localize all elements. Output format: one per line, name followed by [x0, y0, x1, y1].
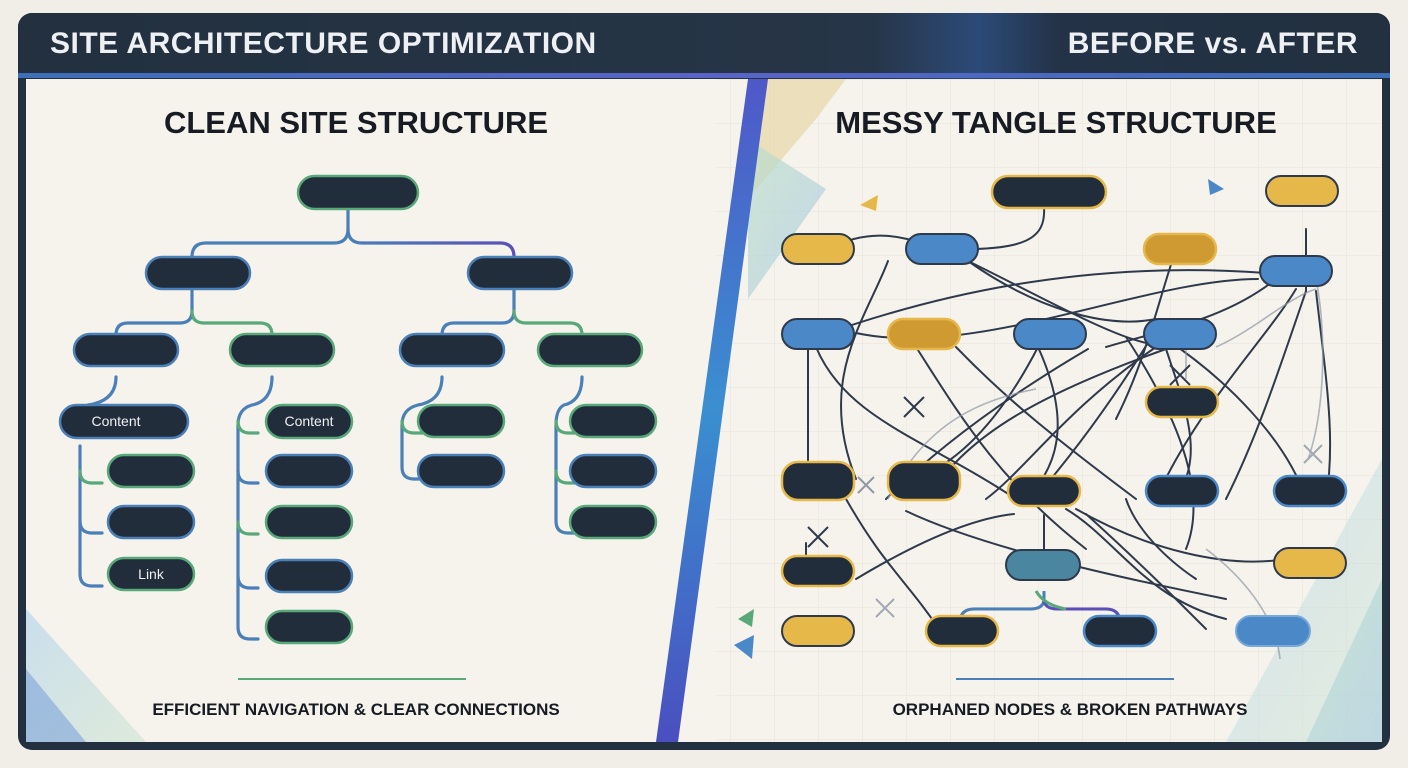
link-node-label: Link: [138, 566, 165, 582]
tangle-node-dark: [924, 614, 1000, 648]
clean-link-node: [106, 556, 196, 592]
tangle-node-blue: [1235, 615, 1311, 647]
broken-link-marks: [807, 364, 1323, 618]
tangle-node-dark: [990, 174, 1108, 210]
tangle-nodes: [780, 174, 1348, 648]
tangle-node-blue: [781, 318, 855, 350]
triangle-decoration: [860, 195, 878, 211]
comparison-panel: CLEAN SITE STRUCTURE MESSY TANGLE STRUCT…: [26, 79, 1382, 742]
clean-leaf-node: [106, 453, 196, 489]
broken-link-icon: [1303, 444, 1323, 464]
tangle-node-blue: [1259, 255, 1333, 287]
clean-leaf-node: [264, 504, 354, 540]
tangle-node-dark: [780, 554, 856, 588]
header-title: SITE ARCHITECTURE OPTIMIZATION: [50, 27, 597, 60]
tangle-node-gold: [1273, 547, 1347, 579]
clean-leaf-node: [264, 609, 354, 645]
tangle-node-gold: [781, 615, 855, 647]
clean-level1-node-right: [466, 255, 574, 291]
header-bar: SITE ARCHITECTURE OPTIMIZATION BEFORE vs…: [18, 13, 1390, 79]
tangle-node-dark: [1006, 474, 1082, 508]
broken-link-icon: [1169, 364, 1191, 386]
tangle-node-dark: [1272, 474, 1348, 508]
tangle-node-dark: [780, 460, 856, 502]
clean-level2-node: [536, 332, 644, 368]
clean-leaf-node: [264, 453, 354, 489]
tangle-node-dark: [1144, 474, 1220, 508]
right-title: MESSY TANGLE STRUCTURE: [835, 105, 1277, 140]
broken-link-icon: [857, 476, 875, 494]
tangle-node-dark: [1082, 614, 1158, 648]
tangle-node-gold: [1142, 232, 1218, 266]
left-title: CLEAN SITE STRUCTURE: [164, 105, 548, 140]
broken-link-icon: [875, 598, 895, 618]
clean-level2-node: [228, 332, 336, 368]
before-after-divider: [656, 79, 768, 742]
tangle-node-gold: [1265, 175, 1339, 207]
tangle-node-dark: [1144, 385, 1220, 419]
clean-leaf-node: [264, 558, 354, 594]
triangle-decoration: [738, 609, 754, 627]
header-accent-stripe: [18, 73, 1390, 78]
clean-leaf-node: [568, 453, 658, 489]
clean-leaf-node: [416, 403, 506, 439]
clean-leaf-node: [568, 403, 658, 439]
clean-level2-node: [72, 332, 180, 368]
tangle-node-blue: [905, 233, 979, 265]
broken-link-icon: [807, 526, 829, 548]
tangle-node-gold: [886, 317, 962, 351]
clean-leaf-node: [568, 504, 658, 540]
left-corner-accent: [26, 669, 86, 742]
clean-level1-node-left: [144, 255, 252, 291]
content-node-label: Content: [284, 413, 333, 429]
tangle-node-blue: [1013, 318, 1087, 350]
tangle-node-teal: [1005, 549, 1081, 581]
content-node-label: Content: [91, 413, 140, 429]
tangle-node-blue: [1143, 318, 1217, 350]
clean-level2-node: [398, 332, 506, 368]
right-caption: ORPHANED NODES & BROKEN PATHWAYS: [893, 700, 1248, 719]
comparison-diagram: CLEAN SITE STRUCTURE MESSY TANGLE STRUCT…: [26, 79, 1382, 742]
triangle-decoration: [1208, 179, 1224, 195]
clean-leaf-node: [106, 504, 196, 540]
clean-content-node: [58, 403, 190, 440]
broken-link-icon: [903, 396, 925, 418]
header-comparison-label: BEFORE vs. AFTER: [1067, 27, 1358, 60]
tangle-node-dark: [886, 460, 962, 502]
right-bottom-corner-accent: [1306, 579, 1382, 742]
clean-content-node: [264, 403, 354, 440]
clean-leaf-node: [416, 453, 506, 489]
left-caption: EFFICIENT NAVIGATION & CLEAR CONNECTIONS: [152, 700, 559, 719]
infographic-frame: SITE ARCHITECTURE OPTIMIZATION BEFORE vs…: [18, 13, 1390, 750]
triangle-decoration: [734, 635, 754, 659]
tangle-node-gold: [781, 233, 855, 265]
clean-tree-nodes: [58, 174, 658, 645]
clean-root-node: [296, 174, 420, 211]
right-top-corner-decoration: [748, 139, 826, 299]
